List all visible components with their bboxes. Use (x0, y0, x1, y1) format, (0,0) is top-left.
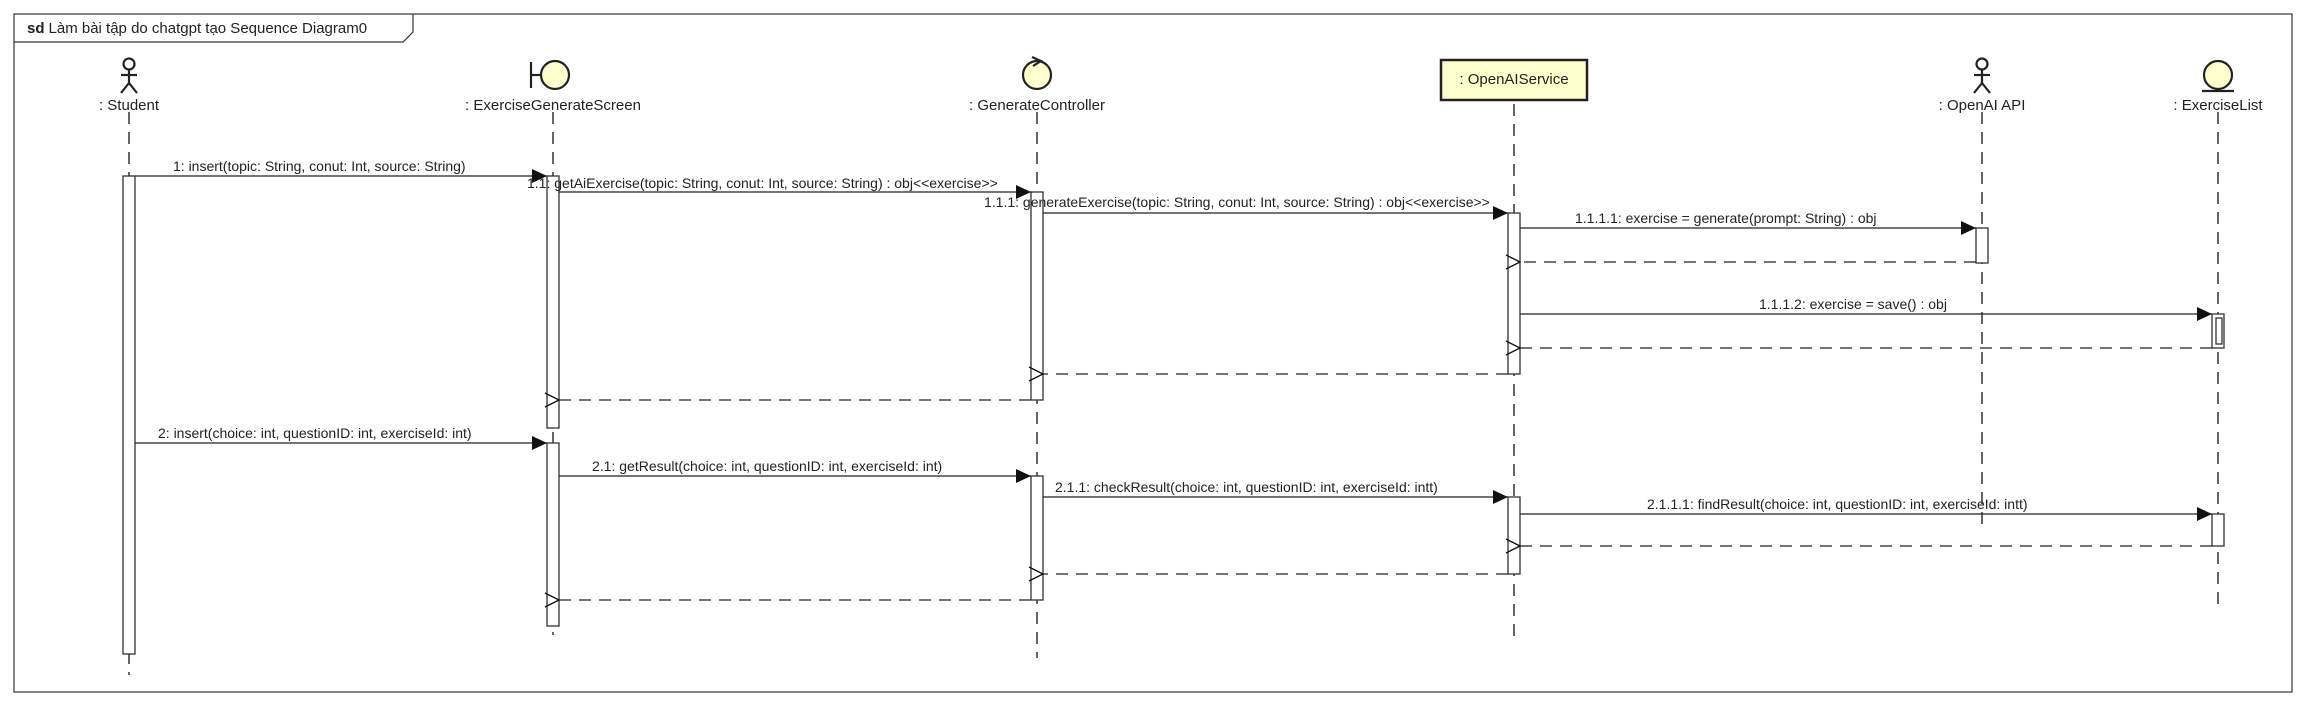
lifeline-label-screen: : ExerciseGenerateScreen (465, 97, 641, 114)
message-label: 1.1: getAiExercise(topic: String, conut:… (527, 175, 998, 191)
activation-screen-2 (546, 442, 560, 627)
activation-student (122, 175, 136, 655)
message-label: 1: insert(topic: String, conut: Int, sou… (173, 158, 466, 174)
frame-keyword: sd (27, 20, 45, 37)
message-label: 1.1.1.2: exercise = save() : obj (1759, 296, 1947, 312)
message-label: 2.1.1: checkResult(choice: int, question… (1055, 479, 1438, 495)
message-label: 2: insert(choice: int, questionID: int, … (158, 425, 472, 441)
lifeline-label-api: : OpenAI API (1939, 97, 2026, 114)
entity-icon (2202, 59, 2234, 93)
lifeline-label-list: : ExerciseList (2173, 97, 2263, 114)
student-actor-icon (120, 57, 138, 94)
activation-service-1 (1507, 212, 1521, 375)
activation-screen-1 (546, 175, 560, 429)
frame-border (13, 13, 2293, 693)
lifeline-label-controller: : GenerateController (969, 97, 1105, 114)
frame-name: Làm bài tập do chatgpt tạo Sequence Diag… (49, 20, 368, 37)
activation-controller-1 (1030, 191, 1044, 401)
lifeline-box-service (1439, 58, 1589, 102)
boundary-icon (529, 59, 571, 91)
activation-list-nested (2215, 317, 2223, 345)
activation-api (1975, 227, 1989, 264)
message-label: 1.1.1: generateExercise(topic: String, c… (984, 194, 1490, 210)
message-label: 2.1: getResult(choice: int, questionID: … (592, 458, 942, 474)
frame-title-tab (14, 14, 414, 43)
activation-service-2 (1507, 496, 1521, 575)
lifeline-label-service: : OpenAIService (1459, 71, 1568, 88)
activation-list-2 (2211, 513, 2225, 547)
lifeline-label-student: : Student (99, 97, 160, 114)
control-icon (1021, 55, 1053, 91)
api-actor-icon (1973, 57, 1991, 94)
activation-controller-2 (1030, 475, 1044, 601)
message-label: 2.1.1.1: findResult(choice: int, questio… (1647, 496, 2028, 512)
message-label: 1.1.1.1: exercise = generate(prompt: Str… (1575, 210, 1877, 226)
